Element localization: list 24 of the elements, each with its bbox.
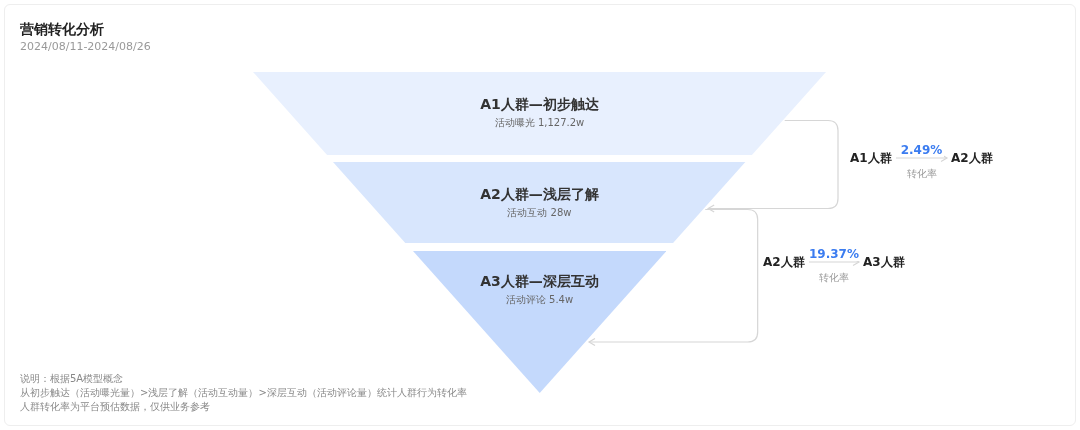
stage-metric: 活动互动 28w xyxy=(507,207,572,218)
rate-caption: 转化率 xyxy=(906,168,937,179)
group-label: A2人群 xyxy=(763,254,805,270)
note-text: 从初步触达（活动曝光量）>浅层了解（活动互动量）>深层互动（活动评论量）统计人群行为转化率 xyxy=(20,386,467,400)
arrow xyxy=(588,208,759,347)
stage-title: A2人群—浅层了解 xyxy=(480,186,599,202)
group-label: A3人群 xyxy=(863,254,905,270)
arrow xyxy=(895,153,948,163)
group-label: A2人群 xyxy=(951,150,993,166)
stage-metric: 活动评论 5.4w xyxy=(505,294,574,305)
subtitle: 2024/08/11-2024/08/26 xyxy=(20,40,151,53)
chart-title: 营销转化分析 xyxy=(20,21,104,39)
funnel-band xyxy=(253,72,826,155)
note-text: 说明：根据5A模型概念 xyxy=(20,372,124,386)
rate-caption: 转化率 xyxy=(819,272,849,283)
funnel-band xyxy=(333,162,746,243)
stage-title: A1人群—初步触达 xyxy=(480,96,599,112)
arrow xyxy=(707,119,839,213)
group-label: A1人群 xyxy=(850,150,892,166)
stage-title: A3人群—深层互动 xyxy=(480,273,599,289)
conversion-rate: 19.37% xyxy=(807,247,861,261)
note-text: 人群转化率为平台预估数据，仅供业务参考 xyxy=(20,400,210,414)
conversion-rate: 2.49% xyxy=(898,143,945,157)
stage-metric: 活动曝光 1,127.2w xyxy=(494,117,585,128)
